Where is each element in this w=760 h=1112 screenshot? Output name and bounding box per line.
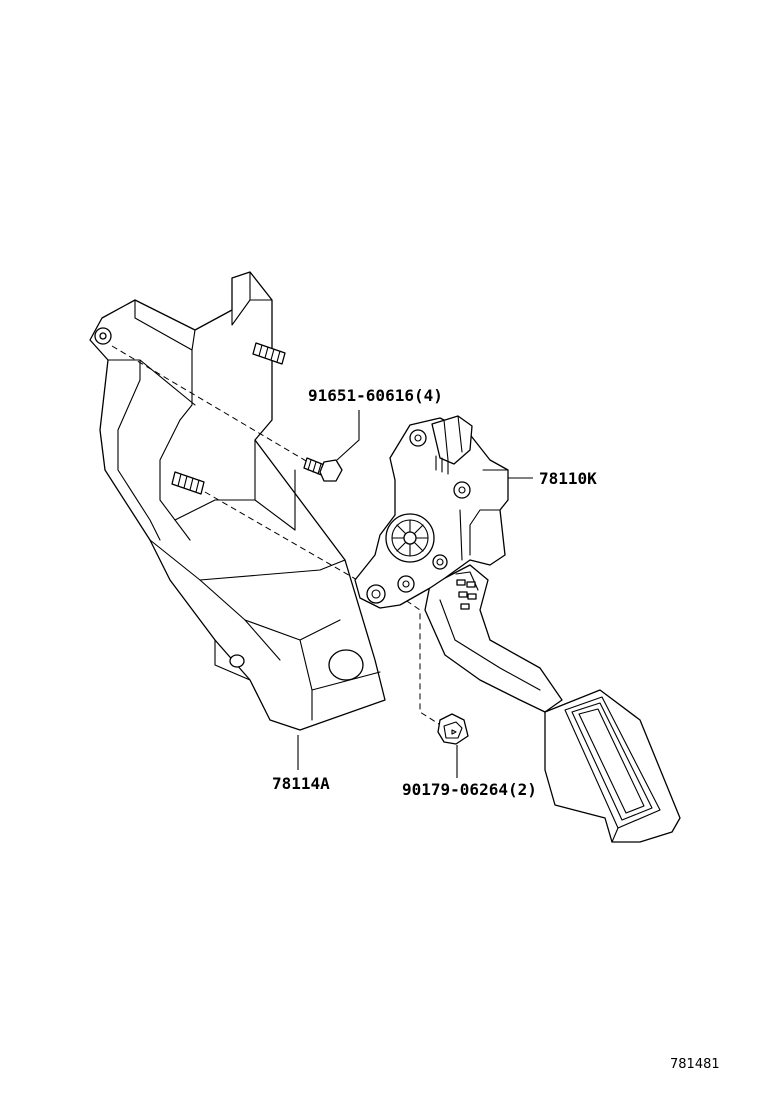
illustration-ref-number: 781481 <box>670 1057 720 1072</box>
callout-bolt: 91651-60616(4) <box>308 386 443 405</box>
bolt <box>303 457 343 482</box>
stud-upper <box>252 342 286 365</box>
leader-bolt <box>336 410 360 461</box>
callout-bracket: 78114A <box>272 774 330 793</box>
callout-pedal-assembly: 78110K <box>539 469 597 488</box>
alignment-line-stud <box>204 491 379 593</box>
flange-nut <box>437 713 469 745</box>
callout-nut: 90179-06264(2) <box>402 780 537 799</box>
alignment-line-nut <box>397 594 443 727</box>
accelerator-pedal-assembly <box>354 415 681 843</box>
stud-lower <box>171 471 205 495</box>
pedal-bracket <box>89 271 386 731</box>
